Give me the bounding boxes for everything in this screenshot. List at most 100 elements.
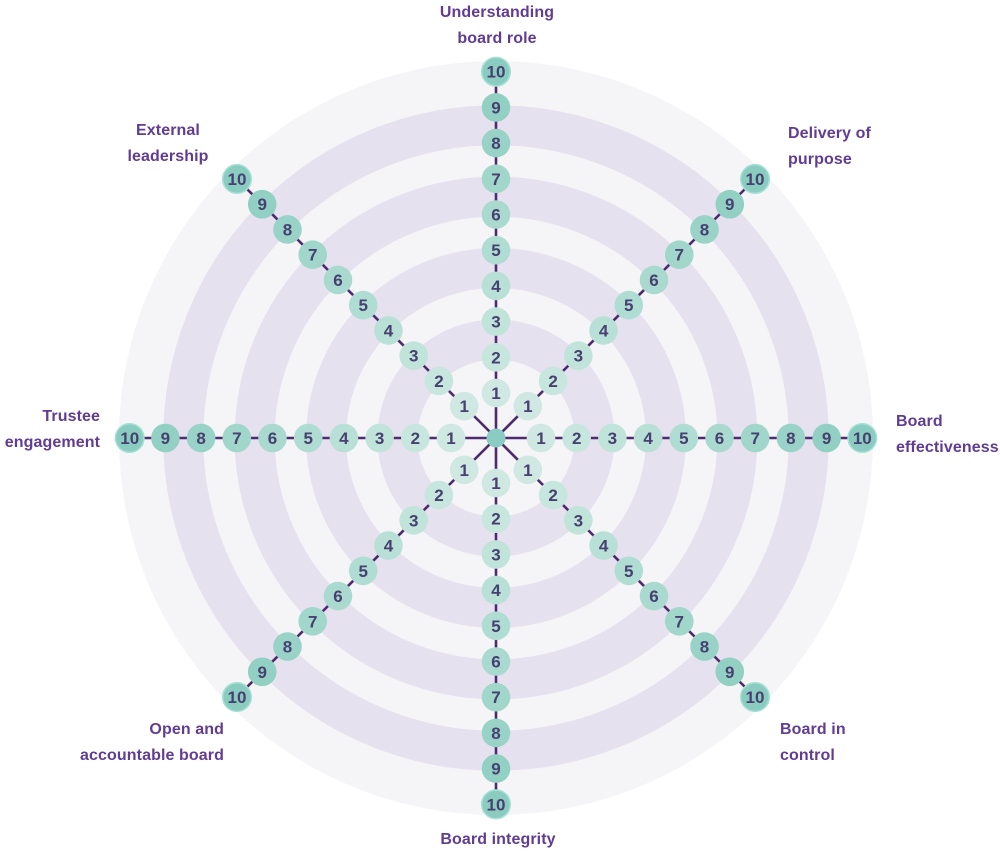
scale-dot-3: 3 bbox=[564, 341, 593, 370]
scale-dot-1: 1 bbox=[513, 455, 543, 485]
axis-label-line: Open and bbox=[149, 721, 224, 738]
scale-dot-10: 10 bbox=[739, 681, 771, 713]
scale-dot-circle bbox=[481, 468, 511, 498]
scale-dot-number: 9 bbox=[725, 663, 734, 682]
scale-dot-5: 5 bbox=[614, 556, 644, 586]
scale-dot-circle bbox=[513, 455, 543, 485]
scale-dot-number: 1 bbox=[523, 397, 532, 416]
scale-dot-2: 2 bbox=[424, 480, 454, 510]
scale-dot-2: 2 bbox=[538, 366, 568, 396]
scale-dot-circle bbox=[436, 423, 466, 453]
scale-dot-number: 10 bbox=[487, 795, 506, 814]
scale-dot-circle bbox=[258, 423, 287, 453]
scale-dot-number: 7 bbox=[675, 246, 684, 265]
axis-label-line: Board in bbox=[780, 721, 846, 738]
scale-dot-5: 5 bbox=[669, 423, 699, 453]
scale-dot-1: 1 bbox=[449, 391, 479, 421]
scale-dot-circle bbox=[847, 422, 878, 454]
scale-dot-number: 7 bbox=[308, 612, 317, 631]
scale-dot-number: 2 bbox=[548, 486, 557, 505]
scale-dot-4: 4 bbox=[589, 531, 618, 560]
scale-dot-number: 10 bbox=[120, 429, 139, 448]
scale-dot-5: 5 bbox=[481, 611, 511, 641]
scale-dot-9: 9 bbox=[247, 189, 277, 219]
scale-dot-circle bbox=[513, 391, 543, 421]
scale-dot-circle bbox=[186, 423, 216, 453]
scale-dot-circle bbox=[424, 366, 454, 396]
scale-dot-4: 4 bbox=[481, 575, 511, 605]
scale-dot-number: 8 bbox=[283, 220, 292, 239]
scale-dot-number: 4 bbox=[384, 321, 394, 340]
scale-dot-4: 4 bbox=[589, 316, 618, 345]
scale-dot-9: 9 bbox=[481, 754, 511, 783]
axis-label-line: effectiveness bbox=[896, 439, 999, 456]
scale-dot-circle bbox=[664, 606, 694, 636]
scale-dot-number: 8 bbox=[700, 638, 709, 657]
scale-dot-4: 4 bbox=[374, 316, 403, 345]
scale-dot-circle bbox=[247, 657, 277, 687]
scale-dot-number: 3 bbox=[608, 429, 617, 448]
scale-dot-circle bbox=[739, 681, 771, 713]
scale-dot-circle bbox=[247, 189, 277, 219]
scale-dot-circle bbox=[323, 265, 353, 295]
scale-dot-circle bbox=[589, 531, 618, 560]
scale-dot-1: 1 bbox=[436, 423, 466, 453]
scale-dot-number: 10 bbox=[746, 688, 765, 707]
scale-dot-number: 1 bbox=[459, 461, 468, 480]
scale-dot-circle bbox=[298, 606, 328, 636]
scale-dot-number: 5 bbox=[679, 429, 688, 448]
axis-label-line: Trustee bbox=[42, 408, 100, 425]
scale-dot-circle bbox=[424, 480, 454, 510]
scale-dot-7: 7 bbox=[481, 682, 511, 712]
scale-dot-circle bbox=[481, 343, 511, 372]
scale-dot-circle bbox=[481, 754, 511, 783]
scale-dot-number: 3 bbox=[409, 347, 418, 366]
scale-dot-number: 5 bbox=[491, 241, 500, 260]
scale-dot-8: 8 bbox=[776, 423, 806, 453]
scale-dot-number: 10 bbox=[228, 688, 247, 707]
scale-dot-circle bbox=[526, 423, 556, 453]
scale-dot-7: 7 bbox=[298, 240, 328, 270]
scale-dot-6: 6 bbox=[323, 265, 353, 295]
scale-dot-number: 1 bbox=[491, 474, 500, 493]
scale-dot-number: 10 bbox=[228, 170, 247, 189]
scale-dot-circle bbox=[481, 540, 511, 569]
scale-dot-circle bbox=[614, 290, 644, 320]
scale-dot-number: 5 bbox=[358, 296, 367, 315]
scale-dot-7: 7 bbox=[740, 423, 770, 453]
scale-dot-circle bbox=[151, 423, 180, 453]
scale-dot-circle bbox=[715, 657, 745, 687]
scale-dot-number: 4 bbox=[599, 321, 609, 340]
scale-dot-circle bbox=[374, 531, 403, 560]
scale-dot-5: 5 bbox=[481, 235, 511, 265]
scale-dot-circle bbox=[221, 681, 253, 713]
scale-dot-number: 9 bbox=[161, 429, 170, 448]
scale-dot-3: 3 bbox=[481, 540, 511, 569]
scale-dot-8: 8 bbox=[690, 215, 719, 244]
scale-dot-10: 10 bbox=[480, 789, 512, 820]
scale-dot-circle bbox=[639, 265, 669, 295]
scale-dot-circle bbox=[222, 423, 252, 453]
axis-label-line: Board bbox=[896, 413, 943, 430]
scale-dot-number: 8 bbox=[491, 134, 500, 153]
scale-dot-5: 5 bbox=[614, 290, 644, 320]
scale-dot-circle bbox=[669, 423, 699, 453]
scale-dot-number: 7 bbox=[232, 429, 241, 448]
scale-dot-5: 5 bbox=[348, 290, 378, 320]
scale-dot-number: 7 bbox=[750, 429, 759, 448]
scale-dot-number: 3 bbox=[491, 545, 500, 564]
axis-label-line: Understanding bbox=[439, 4, 555, 21]
scale-dot-number: 4 bbox=[491, 581, 501, 600]
scale-dot-6: 6 bbox=[323, 581, 353, 611]
scale-dot-5: 5 bbox=[348, 556, 378, 586]
scale-dot-number: 2 bbox=[572, 429, 581, 448]
scale-dot-number: 1 bbox=[446, 429, 455, 448]
scale-dot-10: 10 bbox=[480, 56, 512, 87]
scale-dot-number: 4 bbox=[491, 277, 501, 296]
scale-dot-number: 7 bbox=[675, 612, 684, 631]
scale-dot-circle bbox=[114, 422, 145, 454]
scale-dot-circle bbox=[481, 164, 511, 194]
scale-dot-number: 6 bbox=[649, 271, 658, 290]
